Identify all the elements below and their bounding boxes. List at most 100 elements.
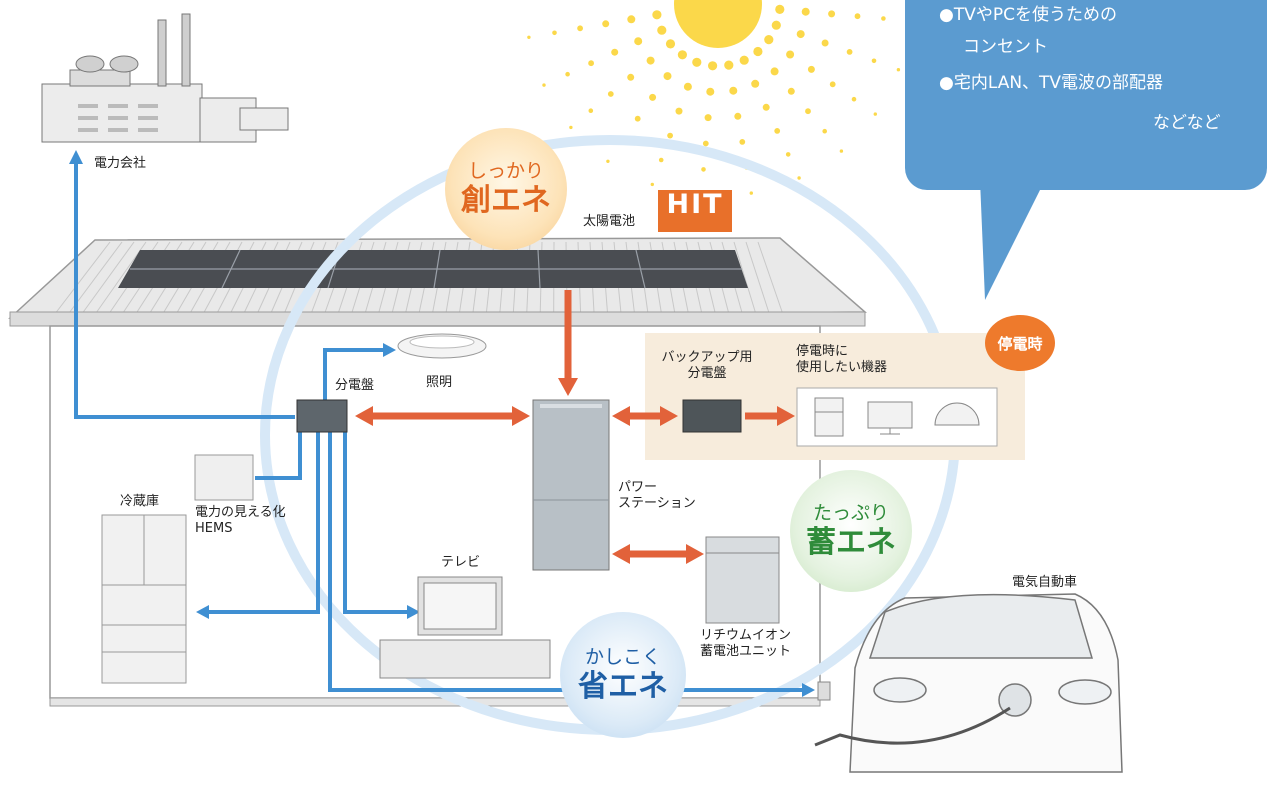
bubble-item-outlet-cont: コンセント — [963, 37, 1048, 57]
lighting-label: 照明 — [426, 375, 453, 390]
sun-ray-dot — [846, 49, 853, 55]
power-company-label: 電力会社 — [94, 156, 147, 171]
roof-line — [82, 241, 135, 313]
ceiling-light-icon — [397, 333, 487, 359]
sun-ray-dot — [734, 112, 742, 120]
sun-ray-dot — [771, 20, 781, 30]
store-energy-badge: たっぷり 蓄エネ — [790, 470, 912, 592]
sun-ray-dot — [606, 159, 610, 163]
sun-ray-dot — [675, 107, 683, 115]
roof-line — [96, 241, 147, 313]
sun-ray-dot — [634, 37, 643, 46]
hit-logo-text: HIT — [666, 189, 724, 220]
sun-ray-dot — [565, 71, 570, 77]
sun-ray-dot — [839, 149, 844, 153]
tv-icon — [379, 576, 551, 679]
sun-ray-dot — [663, 72, 672, 81]
sun-ray-dot — [774, 127, 781, 134]
sun-ray-dot — [552, 30, 557, 36]
sun-ray-dot — [762, 103, 770, 111]
sun-ray-dot — [652, 10, 662, 20]
battery-unit-icon — [705, 536, 780, 624]
sun-ray-dot — [650, 182, 654, 187]
save-badge-line1: かしこく — [584, 646, 661, 668]
save-energy-badge: かしこく 省エネ — [560, 612, 686, 738]
sun-ray-dot — [677, 50, 688, 60]
electric-car-icon — [814, 593, 1123, 773]
sun-ray-dot — [706, 87, 715, 96]
roof-line — [745, 241, 770, 313]
orange-arrowheads — [355, 378, 795, 564]
sun-ray-dot — [797, 176, 801, 180]
store-badge-line2: 蓄エネ — [806, 525, 896, 560]
sun-ray-dot — [665, 39, 676, 49]
sun-ray-dot — [873, 112, 877, 116]
sun-ray-dot — [702, 140, 709, 147]
sun-ray-dot — [607, 91, 614, 97]
create-badge-line2: 創エネ — [461, 183, 551, 218]
tv-label: テレビ — [441, 555, 481, 570]
outage-devices-label: 停電時に 使用したい機器 — [796, 344, 887, 376]
distribution-board-label: 分電盤 — [335, 378, 375, 393]
sun-ray-dot — [751, 79, 760, 88]
sun-ray-dot — [542, 83, 546, 87]
sun-ray-dot — [569, 125, 573, 130]
sun-ray-dot — [704, 114, 712, 122]
sun-ray-dot — [577, 25, 583, 32]
sun-ray-dot — [851, 96, 857, 102]
power-station-label-line2: ステーション — [618, 496, 696, 511]
sun-ray-dot — [749, 191, 753, 195]
sun-ray-dot — [602, 20, 610, 28]
backup-board-icon — [682, 399, 742, 433]
roof-line — [56, 241, 111, 313]
sun-ray-dot — [801, 7, 810, 16]
sun-ray-dot — [729, 86, 738, 95]
solar-panel-icon — [118, 249, 748, 289]
sun-ray-dot — [683, 82, 692, 91]
hit-logo: HIT — [658, 190, 732, 232]
ev-label: 電気自動車 — [1012, 575, 1078, 590]
roof-line — [733, 241, 756, 313]
sun-ray-dot — [881, 16, 886, 21]
sun-ray-dot — [724, 60, 734, 70]
sun-ray-dot — [646, 56, 655, 65]
outage-devices-label-line1: 停電時に — [796, 344, 849, 359]
sun-ray-dot — [828, 10, 836, 18]
sun-ray-dot — [692, 57, 702, 67]
sun-ray-dot — [658, 157, 664, 163]
sun-ray-dot — [822, 128, 827, 134]
sun-ray-dot — [770, 67, 779, 76]
sun-ray-dot — [805, 108, 811, 115]
sun-ray-dot — [701, 167, 706, 172]
bubble-item-outlet: ●TVやPCを使うための — [939, 5, 1117, 25]
hems-label-line1: 電力の見える化 — [195, 505, 286, 520]
sun-ray-dot — [527, 35, 531, 39]
sun-ray-dot — [588, 108, 594, 113]
sun-ray-dot — [649, 93, 657, 101]
sun-ray-dot — [854, 13, 861, 20]
distribution-board-icon — [296, 399, 348, 433]
refrigerator-icon — [101, 514, 187, 684]
outage-devices-label-line2: 使用したい機器 — [796, 360, 888, 375]
sun-ray-dot — [787, 87, 795, 95]
create-energy-badge: しっかり 創エネ — [445, 128, 567, 250]
outage-info-bubble: ●TVやPCを使うための コンセント ●宅内LAN、TV電波の部配器 などなど — [905, 0, 1267, 190]
hems-monitor-icon — [194, 454, 254, 501]
hems-label: 電力の見える化 HEMS — [195, 505, 286, 537]
battery-label: リチウムイオン 蓄電池ユニット — [700, 628, 791, 660]
sun-ray-dot — [667, 132, 673, 139]
sun-ray-dot — [786, 50, 795, 59]
backup-board-label-line2: 分電盤 — [687, 366, 727, 381]
sun-ray-dot — [627, 73, 635, 81]
sun-ray-dot — [588, 60, 594, 67]
backup-board-label: バックアップ用 分電盤 — [652, 350, 762, 382]
battery-label-line2: 蓄電池ユニット — [700, 644, 792, 659]
power-station-icon — [532, 399, 610, 571]
sun-ray-dot — [634, 115, 641, 122]
roof-line — [757, 241, 783, 313]
sun-ray-dot — [871, 58, 877, 64]
sun-ray-dot — [657, 25, 667, 35]
hems-label-line2: HEMS — [195, 521, 233, 536]
refrigerator-label: 冷蔵庫 — [120, 494, 160, 509]
